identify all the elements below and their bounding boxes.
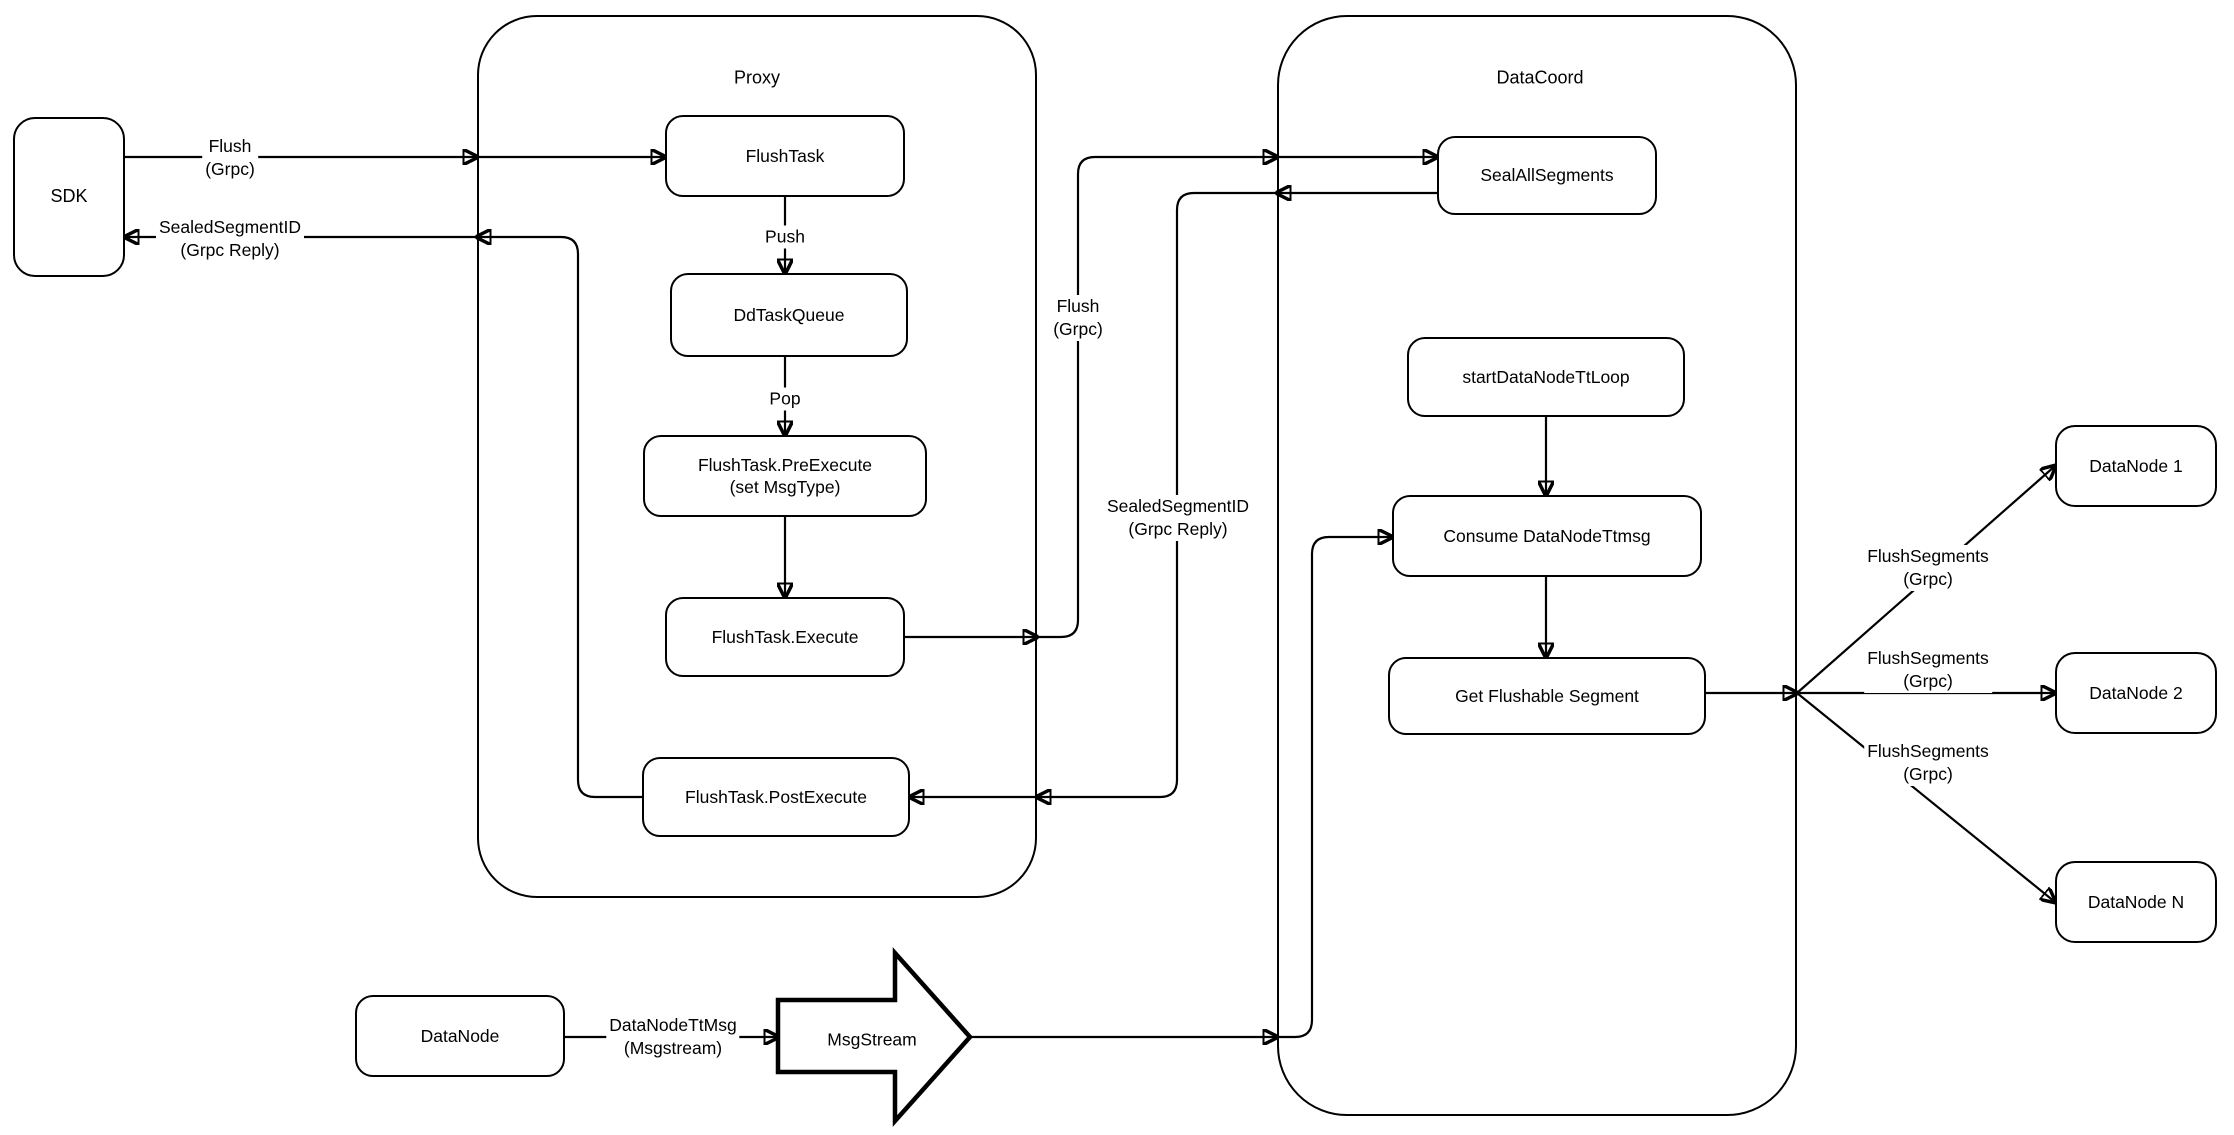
edge-label-reply-mid-line2: (Grpc Reply) bbox=[1128, 519, 1228, 539]
node-datanode2-label: DataNode 2 bbox=[2089, 682, 2183, 703]
node-ddtaskqueue: DdTaskQueue bbox=[670, 273, 908, 357]
node-preexecute-label-line2: (set MsgType) bbox=[729, 477, 841, 497]
node-consumedatanodettmsg-label: Consume DataNodeTtmsg bbox=[1443, 525, 1651, 546]
node-execute: FlushTask.Execute bbox=[665, 597, 905, 677]
edge-label-flushsegments-3: FlushSegments (Grpc) bbox=[1864, 740, 1992, 786]
edge-label-datanodettmsg-line2: (Msgstream) bbox=[623, 1038, 723, 1058]
edge-label-flush-sdk-line2: (Grpc) bbox=[205, 159, 255, 179]
msgstream-arrow-shape bbox=[775, 947, 974, 1127]
node-getflushablesegment: Get Flushable Segment bbox=[1388, 657, 1706, 735]
node-flushtask: FlushTask bbox=[665, 115, 905, 197]
edge-label-push: Push bbox=[762, 225, 808, 249]
msgstream-shape-label: MsgStream bbox=[827, 1029, 917, 1050]
edge-proxyedge-to-datacoordedge-flush bbox=[1037, 157, 1277, 639]
edge-datacoordedge-to-consume bbox=[1277, 537, 1392, 1039]
edge-label-flushsegments-2-line1: FlushSegments bbox=[1867, 648, 1989, 668]
node-datanode: DataNode bbox=[355, 995, 565, 1077]
node-postexecute: FlushTask.PostExecute bbox=[642, 757, 910, 837]
edge-label-reply-sdk-line2: (Grpc Reply) bbox=[180, 240, 280, 260]
datacoord-container-label: DataCoord bbox=[1496, 67, 1584, 88]
proxy-container-label: Proxy bbox=[733, 67, 781, 88]
node-flushtask-label: FlushTask bbox=[745, 145, 825, 166]
node-sealallsegments-label: SealAllSegments bbox=[1480, 165, 1614, 186]
node-sdk-label: SDK bbox=[50, 186, 88, 207]
node-execute-label: FlushTask.Execute bbox=[711, 626, 859, 647]
edge-label-flushsegments-1-line2: (Grpc) bbox=[1903, 569, 1953, 589]
node-consumedatanodettmsg: Consume DataNodeTtmsg bbox=[1392, 495, 1702, 577]
edge-fan-to-datanoden bbox=[1796, 692, 2055, 902]
proxy-container bbox=[477, 15, 1037, 898]
node-startdatanodettloop: startDataNodeTtLoop bbox=[1407, 337, 1685, 417]
node-datanode1-label: DataNode 1 bbox=[2089, 455, 2183, 476]
edge-label-push-text: Push bbox=[765, 226, 805, 247]
edge-label-reply-sdk: SealedSegmentID (Grpc Reply) bbox=[155, 216, 305, 262]
edge-label-flushsegments-3-line1: FlushSegments bbox=[1867, 741, 1989, 761]
edge-label-flush-mid-line2: (Grpc) bbox=[1053, 319, 1103, 339]
edge-label-datanodettmsg: DataNodeTtMsg (Msgstream) bbox=[606, 1014, 740, 1060]
edge-label-flushsegments-2-line2: (Grpc) bbox=[1903, 671, 1953, 691]
edge-label-reply-mid: SealedSegmentID (Grpc Reply) bbox=[1103, 495, 1253, 541]
node-sdk: SDK bbox=[13, 117, 125, 277]
edge-label-reply-mid-line1: SealedSegmentID bbox=[1106, 496, 1250, 516]
node-datanoden-label: DataNode N bbox=[2087, 891, 2185, 912]
edge-label-flush-mid: Flush (Grpc) bbox=[1050, 295, 1106, 341]
node-startdatanodettloop-label: startDataNodeTtLoop bbox=[1462, 366, 1630, 387]
edge-label-pop: Pop bbox=[766, 387, 804, 411]
datacoord-container bbox=[1277, 15, 1797, 1116]
node-sealallsegments: SealAllSegments bbox=[1437, 136, 1657, 215]
node-preexecute: FlushTask.PreExecute (set MsgType) bbox=[643, 435, 927, 517]
node-datanode2: DataNode 2 bbox=[2055, 652, 2217, 734]
node-datanoden: DataNode N bbox=[2055, 861, 2217, 943]
edge-label-reply-sdk-line1: SealedSegmentID bbox=[158, 217, 302, 237]
node-preexecute-label-line1: FlushTask.PreExecute bbox=[697, 454, 873, 475]
edge-label-flushsegments-1: FlushSegments (Grpc) bbox=[1864, 545, 1992, 591]
edge-label-pop-text: Pop bbox=[769, 388, 801, 409]
edge-postexecute-to-proxyedge bbox=[477, 237, 642, 799]
edge-label-flush-sdk: Flush (Grpc) bbox=[202, 135, 258, 181]
edge-label-flushsegments-2: FlushSegments (Grpc) bbox=[1864, 647, 1992, 693]
edge-label-flush-sdk-line1: Flush bbox=[208, 136, 252, 156]
node-datanode-label: DataNode bbox=[420, 1025, 500, 1046]
node-ddtaskqueue-label: DdTaskQueue bbox=[733, 304, 845, 325]
edge-label-flushsegments-1-line1: FlushSegments bbox=[1867, 546, 1989, 566]
node-datanode1: DataNode 1 bbox=[2055, 425, 2217, 507]
edge-label-flushsegments-3-line2: (Grpc) bbox=[1903, 764, 1953, 784]
edge-label-flush-mid-line1: Flush bbox=[1056, 296, 1100, 316]
node-postexecute-label: FlushTask.PostExecute bbox=[685, 786, 867, 807]
edge-label-datanodettmsg-line1: DataNodeTtMsg bbox=[609, 1015, 737, 1035]
node-getflushablesegment-label: Get Flushable Segment bbox=[1455, 685, 1639, 706]
